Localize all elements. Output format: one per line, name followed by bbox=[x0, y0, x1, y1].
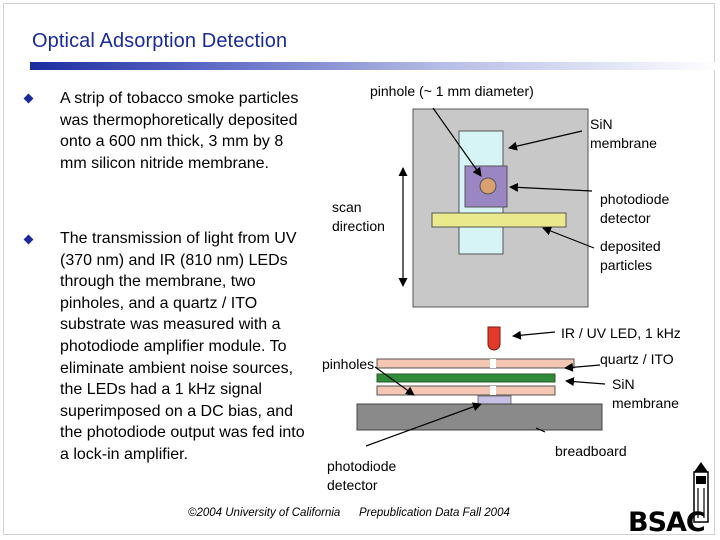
breadboard-pointer bbox=[535, 427, 546, 433]
campanile-icon bbox=[693, 462, 709, 523]
pinhole-label: pinhole (~ 1 mm diameter) bbox=[370, 83, 534, 99]
prepublication-footer: Prepublication Data Fall 2004 bbox=[359, 507, 510, 519]
pinhole-gap-upper bbox=[490, 359, 496, 368]
scan-direction-label: scan direction bbox=[332, 199, 385, 234]
sin-membrane-bottom-label: SiN membrane bbox=[612, 376, 679, 411]
quartz-plate bbox=[376, 358, 575, 369]
breadboard bbox=[356, 403, 603, 431]
deposited-strip bbox=[431, 212, 567, 228]
slide-frame bbox=[3, 3, 715, 535]
pinhole-gap-lower bbox=[490, 386, 496, 395]
quartz-pointer bbox=[564, 362, 601, 372]
breadboard-label: breadboard bbox=[555, 443, 627, 459]
pinholes-label: pinholes bbox=[322, 356, 375, 372]
pinhole-pointer bbox=[432, 107, 482, 177]
sin-pointer bbox=[508, 130, 583, 151]
photodiode-bottom-pointer bbox=[365, 402, 482, 447]
pinholes-pointer bbox=[374, 366, 415, 396]
led-pointer bbox=[512, 330, 556, 340]
lower-plate bbox=[376, 385, 556, 396]
particles-pointer bbox=[542, 226, 595, 249]
membrane-layer bbox=[376, 373, 556, 383]
title-underline bbox=[30, 62, 720, 70]
pinhole-dot bbox=[479, 177, 497, 195]
photodiode-square bbox=[464, 165, 508, 208]
sin-membrane-label: SiN membrane bbox=[590, 116, 657, 151]
deposited-particles-label: deposited particles bbox=[600, 238, 661, 273]
led-body bbox=[487, 326, 501, 351]
quartz-label: quartz / ITO bbox=[600, 351, 674, 367]
sin-bottom-pointer bbox=[565, 377, 606, 387]
photodiode-detector-bottom-label: photodiode detector bbox=[327, 458, 397, 493]
photodiode-detector-label: photodiode detector bbox=[600, 191, 670, 226]
led-label: IR / UV LED, 1 kHz bbox=[561, 325, 681, 341]
bsac-logo: BSAC bbox=[628, 507, 706, 538]
bullet-text-2: The transmission of light from UV (370 n… bbox=[60, 230, 305, 463]
photodiode-pointer bbox=[509, 182, 593, 192]
bullet-text-1: A strip of tobacco smoke particles was t… bbox=[60, 90, 299, 172]
copyright-footer: ©2004 University of California bbox=[188, 507, 341, 519]
slide-title: Optical Adsorption Detection bbox=[32, 30, 288, 52]
